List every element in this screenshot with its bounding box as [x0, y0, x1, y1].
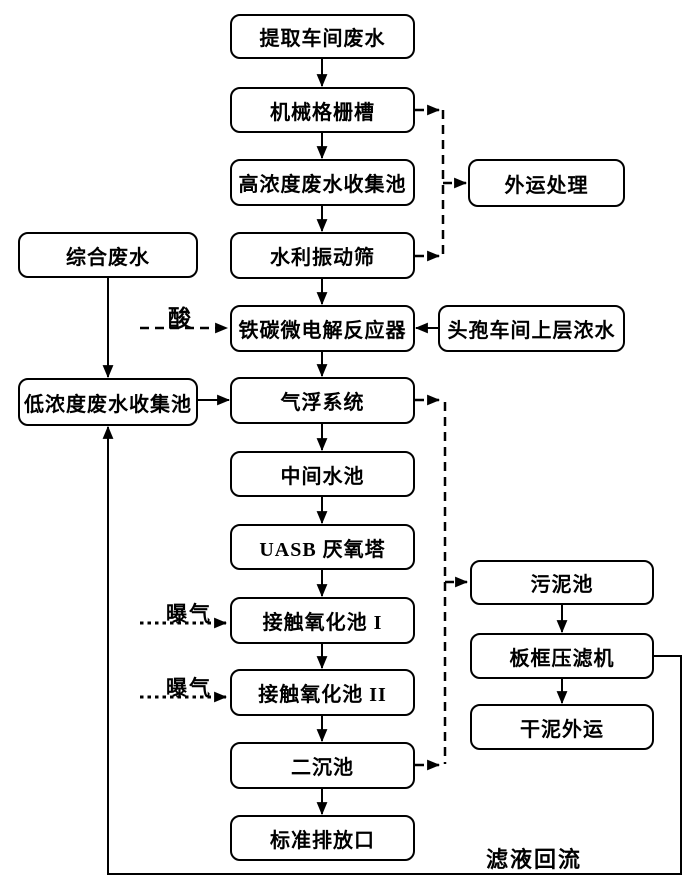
node-standard-outlet: 标准排放口	[230, 815, 415, 861]
node-mechanical-grid: 机械格栅槽	[230, 87, 415, 133]
node-sludge-pool: 污泥池	[470, 560, 654, 605]
node-low-conc-collection: 低浓度废水收集池	[18, 378, 198, 426]
node-external-treatment: 外运处理	[468, 159, 625, 207]
node-intermediate-pool: 中间水池	[230, 451, 415, 497]
node-cephalosporin-concentrate: 头孢车间上层浓水	[438, 305, 625, 352]
node-hydraulic-vibrating-screen: 水利振动筛	[230, 232, 415, 279]
node-secondary-sedimentation: 二沉池	[230, 742, 415, 789]
node-air-flotation: 气浮系统	[230, 377, 415, 424]
node-contact-oxidation-1: 接触氧化池 I	[230, 597, 415, 644]
edge-filtrate-return	[102, 425, 682, 875]
node-uasb-tower: UASB 厌氧塔	[230, 524, 415, 570]
node-comprehensive-wastewater: 综合废水	[18, 232, 198, 278]
node-iron-carbon-reactor: 铁碳微电解反应器	[230, 305, 415, 352]
node-extraction-wastewater: 提取车间废水	[230, 14, 415, 59]
node-plate-frame-filter: 板框压滤机	[470, 633, 654, 679]
aeration-label-1: 曝气	[166, 602, 212, 626]
acid-label: 酸	[168, 306, 192, 331]
node-contact-oxidation-2: 接触氧化池 II	[230, 669, 415, 716]
node-dry-mud-transport: 干泥外运	[470, 704, 654, 750]
aeration-label-2: 曝气	[166, 676, 212, 700]
node-high-conc-collection: 高浓度废水收集池	[230, 159, 415, 206]
filtrate-return-label: 滤液回流	[486, 847, 583, 872]
